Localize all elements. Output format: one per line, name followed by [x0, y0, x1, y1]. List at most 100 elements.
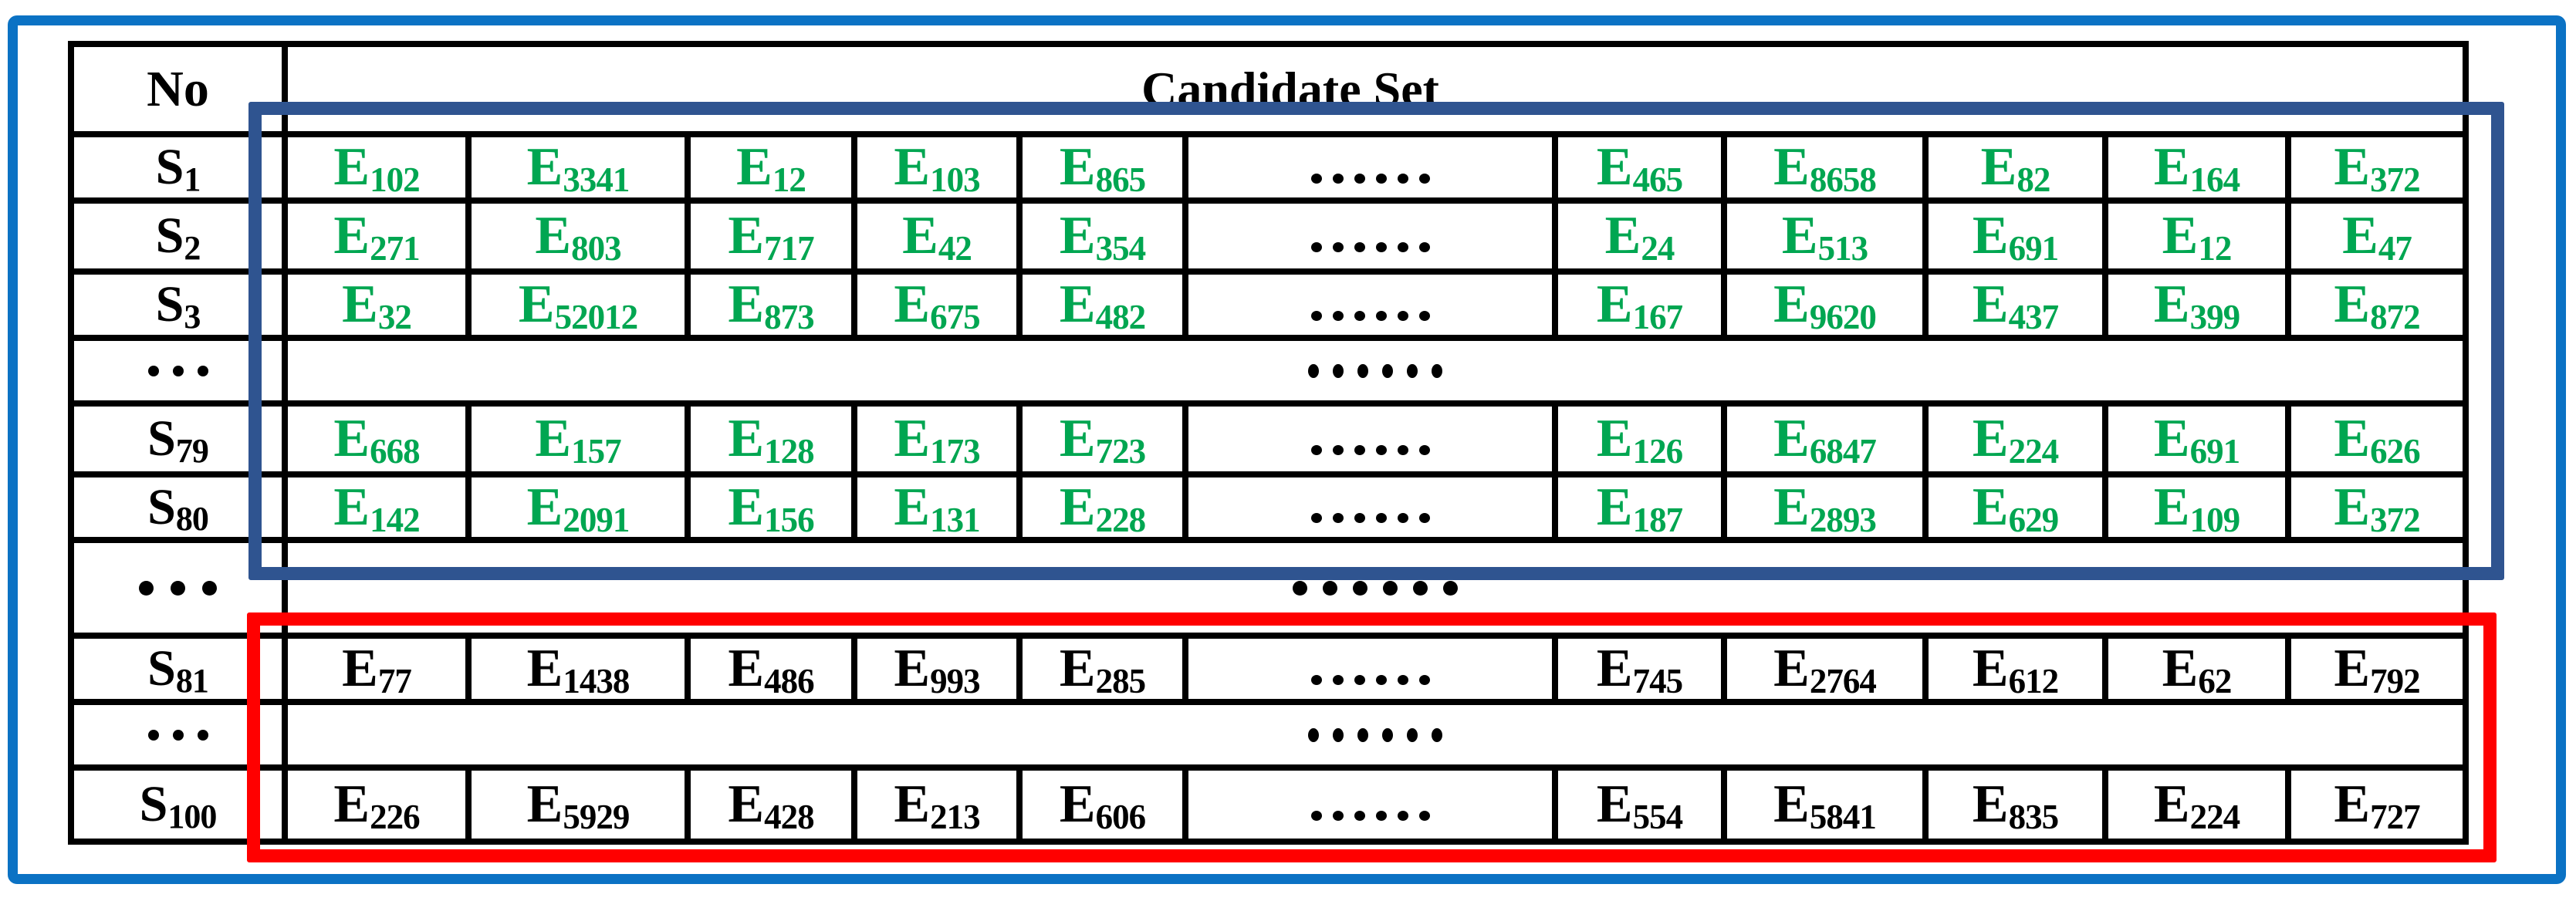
row-label: S1 — [68, 131, 288, 204]
dot-icon — [1354, 513, 1365, 524]
dot-icon — [1332, 241, 1344, 252]
dot-icon — [1357, 727, 1368, 742]
ellipsis-dots — [1306, 511, 1435, 525]
dot-icon — [1418, 444, 1430, 455]
dot-icon — [1332, 173, 1344, 184]
ellipsis-cell-merged — [282, 699, 2469, 771]
dot-icon — [1383, 580, 1398, 596]
candidate-cell: E354 — [1016, 197, 1188, 275]
dot-icon — [1397, 173, 1408, 184]
dot-icon — [1397, 810, 1408, 821]
ellipsis-dots — [1306, 673, 1435, 686]
candidate-cell: E691 — [2102, 400, 2291, 477]
candidate-cell: E47 — [2285, 197, 2469, 275]
candidate-cell: E554 — [1552, 764, 1727, 845]
candidate-cell: E745 — [1552, 633, 1727, 705]
row-label: S81 — [68, 633, 288, 705]
ellipsis-cell — [1182, 131, 1558, 204]
dot-icon — [1413, 580, 1428, 596]
candidate-cell: E482 — [1016, 268, 1188, 341]
candidate-cell: E727 — [2285, 764, 2469, 845]
candidate-cell: E103 — [851, 131, 1023, 204]
dot-icon — [1332, 674, 1344, 685]
row-label-ellipsis — [68, 699, 288, 771]
row-label: S80 — [68, 471, 288, 543]
dot-icon — [1418, 674, 1430, 685]
dot-icon — [1310, 241, 1322, 252]
candidate-cell: E164 — [2102, 131, 2291, 204]
candidate-cell: E102 — [282, 131, 472, 204]
dot-icon — [197, 729, 208, 741]
candidate-cell: E226 — [282, 764, 472, 845]
dot-icon — [1354, 674, 1365, 685]
candidate-cell: E717 — [685, 197, 857, 275]
candidate-set-header: Candidate Set — [282, 41, 2469, 137]
candidate-cell: E723 — [1016, 400, 1188, 477]
candidate-cell: E2893 — [1721, 471, 1929, 543]
candidate-cell: E224 — [1922, 400, 2108, 477]
candidate-cell: E675 — [851, 268, 1023, 341]
dot-icon — [1308, 363, 1319, 378]
dot-icon — [172, 729, 184, 741]
dot-icon — [1353, 580, 1367, 596]
dot-icon — [171, 580, 185, 596]
dot-icon — [1397, 310, 1408, 321]
candidate-cell: E142 — [282, 471, 472, 543]
candidate-cell: E2764 — [1721, 633, 1929, 705]
candidate-cell: E668 — [282, 400, 472, 477]
candidate-cell: E173 — [851, 400, 1023, 477]
dot-icon — [1397, 513, 1408, 524]
dot-icon — [1375, 513, 1387, 524]
candidate-cell: E271 — [282, 197, 472, 275]
dot-icon — [1432, 363, 1442, 378]
ellipsis-dots — [1301, 727, 1449, 742]
candidate-cell: E629 — [1922, 471, 2108, 543]
dot-icon — [1375, 444, 1387, 455]
dot-icon — [1357, 363, 1368, 378]
ellipsis-dots — [130, 580, 225, 596]
candidate-cell: E167 — [1552, 268, 1727, 341]
ellipsis-cell — [1182, 400, 1558, 477]
row-label: S3 — [68, 268, 288, 341]
candidate-cell: E157 — [465, 400, 691, 477]
candidate-cell: E993 — [851, 633, 1023, 705]
candidate-cell: E12 — [685, 131, 857, 204]
dot-icon — [1375, 310, 1387, 321]
candidate-cell: E6847 — [1721, 400, 1929, 477]
candidate-cell: E626 — [2285, 400, 2469, 477]
ellipsis-cell-merged — [282, 335, 2469, 407]
ellipsis-dots — [1306, 171, 1435, 184]
row-label-ellipsis — [68, 537, 288, 639]
candidate-cell: E285 — [1016, 633, 1188, 705]
candidate-cell: E835 — [1922, 764, 2108, 845]
ellipsis-row — [68, 699, 2469, 771]
ellipsis-row — [68, 335, 2469, 407]
candidate-cell: E372 — [2285, 471, 2469, 543]
ellipsis-cell — [1182, 764, 1558, 845]
candidate-cell: E9620 — [1721, 268, 1929, 341]
candidate-cell: E12 — [2102, 197, 2291, 275]
candidate-cell: E437 — [1922, 268, 2108, 341]
ellipsis-dots — [1301, 363, 1449, 378]
ellipsis-dots — [1306, 808, 1435, 822]
candidate-cell: E82 — [1922, 131, 2108, 204]
candidate-cell: E465 — [1552, 131, 1727, 204]
dot-icon — [1354, 810, 1365, 821]
ellipsis-cell — [1182, 633, 1558, 705]
ellipsis-cell — [1182, 268, 1558, 341]
candidate-cell: E32 — [282, 268, 472, 341]
dot-icon — [1375, 173, 1387, 184]
row-label: S100 — [68, 764, 288, 845]
candidate-cell: E8658 — [1721, 131, 1929, 204]
dot-icon — [1397, 444, 1408, 455]
dot-icon — [1397, 241, 1408, 252]
candidate-cell: E486 — [685, 633, 857, 705]
dot-icon — [1418, 810, 1430, 821]
candidate-cell: E5929 — [465, 764, 691, 845]
ellipsis-cell — [1182, 471, 1558, 543]
